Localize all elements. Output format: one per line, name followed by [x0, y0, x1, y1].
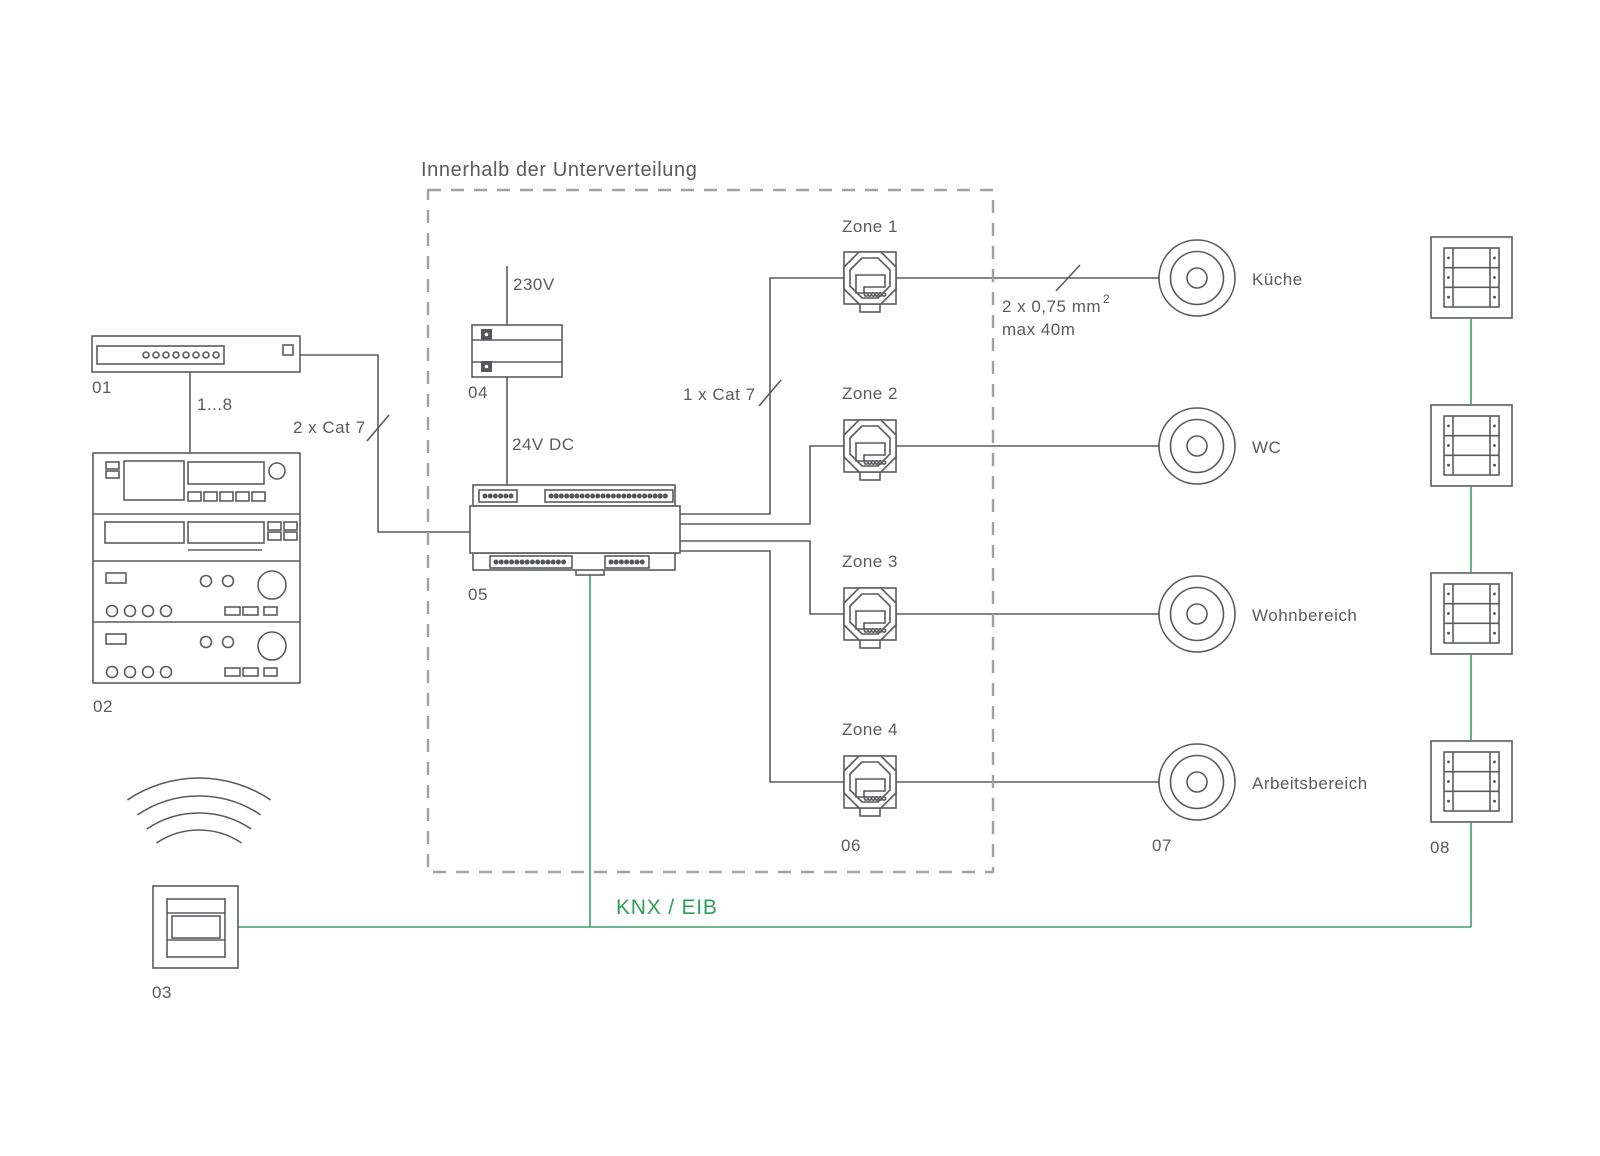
- room-label-arbeitsbereich: Arbeitsbereich: [1252, 774, 1368, 793]
- wire-label-230v: 230V: [513, 275, 555, 294]
- room-label-wohnbereich: Wohnbereich: [1252, 606, 1357, 625]
- transmitter-rocker: [171, 915, 221, 939]
- wireless-transmitter-device: 03: [126, 777, 272, 1002]
- hifi-amp-unit-1: [105, 570, 287, 618]
- speaker-wohnbereich: [1158, 575, 1236, 653]
- transmitter-insert: [166, 898, 226, 958]
- hifi-tuner-knob: [268, 462, 286, 480]
- wire-zone2: [680, 445, 1160, 525]
- knx-bus-wires: [238, 319, 1472, 928]
- wire-label-1xcat7: 1 x Cat 7: [683, 385, 756, 404]
- room-label-wc: WC: [1252, 438, 1281, 457]
- wire-source-to-amp: [300, 354, 470, 533]
- zone4-outlet: [843, 755, 897, 817]
- hifi-display-right: [187, 461, 265, 485]
- wire-zone4: [680, 550, 1160, 783]
- device-03-label: 03: [152, 983, 172, 1002]
- hifi-tape-deck-unit: [104, 521, 298, 551]
- amp-body: [469, 505, 681, 554]
- subdistribution-dashed-border: [426, 188, 995, 874]
- tape-door-right: [187, 521, 265, 544]
- speaker-wc: [1158, 407, 1236, 485]
- keypad-4: [1430, 740, 1513, 823]
- device-08-label: 08: [1430, 838, 1450, 857]
- amp-terminal-blocks: [478, 489, 674, 569]
- audio-source-device: 01: [91, 335, 301, 397]
- wire-zone3: [680, 540, 1160, 615]
- wire-zone1: [680, 277, 1160, 515]
- tape-door-left: [104, 521, 185, 544]
- wire-label-channels: 1...8: [197, 395, 233, 414]
- speaker-kueche: [1158, 239, 1236, 317]
- amp-volume-knob-2: [257, 631, 287, 661]
- ceiling-speakers: Küche WC Wohnbereich Arbeitsbereich 07: [1152, 239, 1368, 855]
- hifi-amp-unit-2: [105, 631, 287, 679]
- subdistribution-title: Innerhalb der Unterverteilung: [421, 159, 697, 181]
- device-05-label: 05: [468, 585, 488, 604]
- keypad-3: [1430, 572, 1513, 655]
- room-label-kueche: Küche: [1252, 270, 1303, 289]
- source-front-panel: [96, 345, 225, 365]
- speaker-arbeitsbereich: [1158, 743, 1236, 821]
- cable-slash-1xcat7: [758, 379, 782, 407]
- zone2-outlet: [843, 419, 897, 481]
- speaker-cable-label: 2 x 0,75 mm: [1002, 297, 1101, 316]
- radio-waves-icon: [126, 777, 272, 844]
- wire-label-24vdc: 24V DC: [512, 435, 575, 454]
- signal-wires: [189, 264, 1160, 783]
- keypad-2: [1430, 404, 1513, 487]
- power-supply-device: 230V 04: [468, 275, 563, 402]
- hifi-tuner-unit: [105, 460, 286, 502]
- device-02-label: 02: [93, 697, 113, 716]
- knx-bus-label: KNX / EIB: [616, 896, 718, 919]
- keypad-1: [1430, 236, 1513, 319]
- zone3-label: Zone 3: [842, 552, 898, 571]
- zone-outlets: Zone 1 Zone 2 Zone 3 Zone 4 06: [841, 217, 898, 855]
- zone3-outlet: [843, 587, 897, 649]
- zone4-label: Zone 4: [842, 720, 898, 739]
- cable-slash-speaker: [1055, 264, 1081, 292]
- device-07-label: 07: [1152, 836, 1172, 855]
- device-06-label: 06: [841, 836, 861, 855]
- device-01-label: 01: [92, 378, 112, 397]
- speaker-cable-superscript: 2: [1103, 292, 1110, 306]
- cable-slash-2xcat7: [366, 414, 390, 442]
- device-04-label: 04: [468, 383, 488, 402]
- hifi-stack-device: 02: [92, 452, 301, 716]
- speaker-cable-max-length: max 40m: [1002, 320, 1075, 339]
- zone2-label: Zone 2: [842, 384, 898, 403]
- source-output-jacks: [142, 351, 220, 359]
- hifi-display-left: [123, 460, 185, 501]
- source-port: [282, 344, 294, 356]
- speaker-cable-annotation: 2 x 0,75 mm 2 max 40m: [1002, 292, 1110, 339]
- wire-label-2xcat7: 2 x Cat 7: [293, 418, 366, 437]
- amp-volume-knob: [257, 570, 287, 600]
- multiroom-amp-device: 05: [468, 484, 681, 604]
- zone1-outlet: [843, 251, 897, 313]
- source-housing: [91, 335, 301, 373]
- knx-keypads: 08: [1430, 236, 1513, 857]
- zone1-label: Zone 1: [842, 217, 898, 236]
